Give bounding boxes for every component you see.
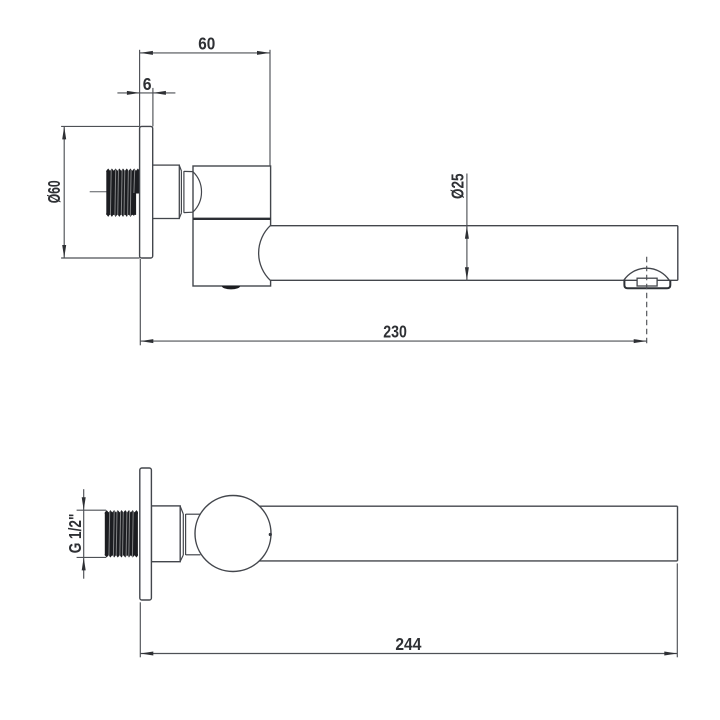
svg-text:6: 6 — [143, 74, 152, 94]
svg-text:230: 230 — [383, 321, 407, 341]
svg-text:Ø60: Ø60 — [44, 180, 64, 203]
svg-text:60: 60 — [198, 33, 215, 53]
svg-text:Ø25: Ø25 — [448, 173, 468, 199]
svg-text:244: 244 — [395, 634, 421, 654]
svg-text:G 1/2": G 1/2" — [65, 514, 85, 554]
